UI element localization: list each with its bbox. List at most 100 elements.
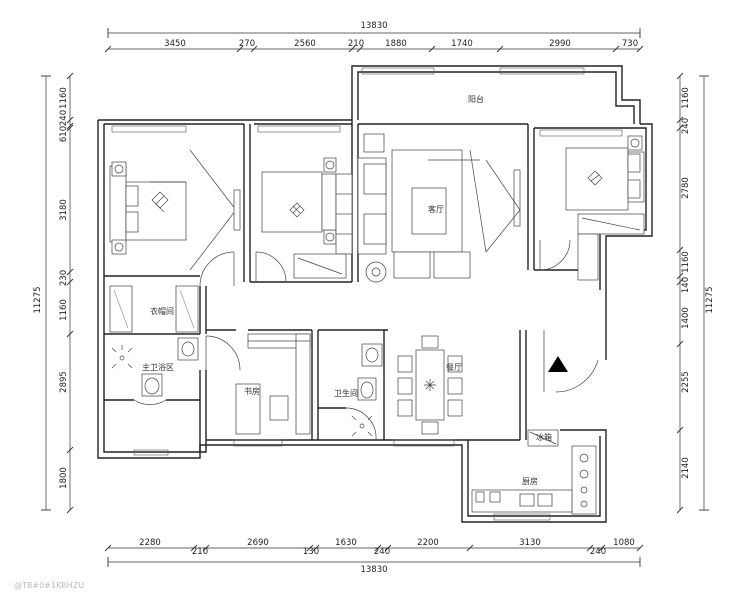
left-dim-3: 240 bbox=[59, 110, 69, 126]
left-dim-4: 3180 bbox=[59, 199, 69, 221]
bottom-dim-tick bbox=[104, 544, 112, 552]
cloakroom: 衣帽间 bbox=[109, 285, 199, 333]
top-dim-1: 3450 bbox=[164, 39, 186, 49]
top-dim-2: 270 bbox=[239, 39, 255, 49]
shower-icon bbox=[351, 415, 373, 437]
bed-pattern-icon bbox=[587, 170, 603, 186]
right-dim-3: 2780 bbox=[681, 177, 691, 199]
right-dim-1: 1160 bbox=[681, 87, 691, 109]
right-dim-tick bbox=[676, 278, 684, 286]
right-dim-tick bbox=[676, 426, 684, 434]
cloakroom-label: 衣帽间 bbox=[150, 306, 174, 316]
top-dim-tick bbox=[236, 45, 244, 53]
kitchen-label: 厨房 bbox=[522, 476, 538, 486]
bottom-dim-1: 2280 bbox=[139, 538, 161, 548]
balcony-label: 阳台 bbox=[468, 94, 484, 104]
bottom-dim-2: 210 bbox=[192, 547, 208, 557]
bathroom-label: 卫生间 bbox=[334, 388, 358, 398]
top-dim-4: 210 bbox=[348, 39, 364, 49]
bottom-dim-tick bbox=[466, 544, 474, 552]
right-dim-tick bbox=[676, 124, 684, 132]
right-dim-8: 2140 bbox=[681, 457, 691, 479]
left-dim-tick bbox=[66, 122, 74, 130]
bottom-dim-8: 3130 bbox=[519, 538, 541, 548]
top-total-dim: 13830 bbox=[360, 21, 387, 31]
right-dim-tick bbox=[676, 272, 684, 280]
bottom-dim-tick bbox=[374, 544, 382, 552]
bottom-dim-tick bbox=[202, 544, 210, 552]
study: 书房 bbox=[235, 333, 311, 435]
top-dim-tick bbox=[104, 45, 112, 53]
top-dim-tick bbox=[636, 45, 644, 53]
top-dim-5: 1880 bbox=[385, 39, 407, 49]
bathroom: 卫生间 bbox=[334, 343, 383, 437]
left-dimensions: 11275 1160 610 240 3180 230 1160 2895 18… bbox=[33, 72, 74, 514]
right-dimensions: 1160 240 2780 1160 140 1400 2255 2140 11… bbox=[676, 72, 715, 514]
living-room: 客厅 阳台 bbox=[357, 94, 521, 283]
bottom-dim-tick bbox=[598, 544, 606, 552]
top-dim-6: 1740 bbox=[451, 39, 473, 49]
kitchen: 冰箱 厨房 bbox=[471, 429, 597, 515]
left-dim-5: 230 bbox=[59, 270, 69, 286]
entrance-marker-icon bbox=[548, 356, 568, 372]
top-dim-tick bbox=[250, 45, 258, 53]
top-dim-8: 730 bbox=[622, 39, 638, 49]
shower-icon bbox=[111, 345, 133, 369]
left-dim-6: 1160 bbox=[59, 299, 69, 321]
top-dim-tick bbox=[612, 45, 620, 53]
walls bbox=[97, 65, 653, 523]
windows bbox=[111, 67, 623, 521]
watermark-text: @TB#0#1KRHZU bbox=[14, 581, 84, 590]
bottom-dim-4: 130 bbox=[303, 547, 319, 557]
bottom-dim-6: 240 bbox=[374, 547, 390, 557]
top-dim-tick bbox=[356, 45, 364, 53]
living-room-label: 客厅 bbox=[428, 204, 444, 214]
dining-room-label: 餐厅 bbox=[446, 363, 462, 372]
left-dim-tick bbox=[66, 446, 74, 454]
dining-room: 餐厅 bbox=[397, 335, 463, 435]
bottom-dim-tick bbox=[312, 544, 320, 552]
bottom-dim-5: 1630 bbox=[335, 538, 357, 548]
bottom-dim-tick bbox=[586, 544, 594, 552]
bedroom-middle bbox=[261, 157, 353, 279]
right-dim-tick bbox=[676, 340, 684, 348]
right-dim-tick bbox=[676, 116, 684, 124]
left-dim-2: 610 bbox=[59, 126, 69, 142]
master-bath-label: 主卫浴区 bbox=[142, 362, 174, 372]
left-dim-tick bbox=[66, 506, 74, 514]
right-dim-2: 240 bbox=[681, 118, 691, 134]
bottom-dim-3: 2690 bbox=[247, 538, 269, 548]
left-dim-tick bbox=[66, 72, 74, 80]
top-dim-7: 2990 bbox=[549, 39, 571, 49]
top-dim-tick bbox=[348, 45, 356, 53]
right-dim-5: 140 bbox=[681, 277, 691, 293]
right-dim-tick bbox=[676, 506, 684, 514]
right-total-dim: 11275 bbox=[705, 286, 715, 313]
bottom-dim-10: 1080 bbox=[613, 538, 635, 548]
left-total-dim: 11275 bbox=[33, 286, 43, 313]
bottom-total-dim: 13830 bbox=[360, 565, 387, 575]
right-dim-tick bbox=[676, 246, 684, 254]
right-dim-4: 1160 bbox=[681, 251, 691, 273]
right-dim-6: 1400 bbox=[681, 307, 691, 329]
left-dim-tick bbox=[66, 116, 74, 124]
bedroom-left bbox=[109, 149, 241, 271]
bottom-dim-7: 2200 bbox=[417, 538, 439, 548]
bottom-dim-9: 240 bbox=[590, 547, 606, 557]
bottom-dim-tick bbox=[190, 544, 198, 552]
left-dim-tick bbox=[66, 268, 74, 276]
study-label: 书房 bbox=[244, 386, 260, 396]
top-dimensions: 13830 3450 270 2560 210 1880 1740 2990 7… bbox=[104, 21, 644, 53]
top-dim-3: 2560 bbox=[294, 39, 316, 49]
master-bath: 主卫浴区 bbox=[111, 337, 199, 397]
left-dim-tick bbox=[66, 278, 74, 286]
left-dim-tick bbox=[66, 124, 74, 132]
left-dim-7: 2895 bbox=[59, 371, 69, 393]
bottom-dim-tick bbox=[636, 544, 644, 552]
right-dim-7: 2255 bbox=[681, 371, 691, 393]
bottom-dimensions: 2280 210 2690 130 1630 240 2200 3130 240… bbox=[104, 538, 644, 575]
bed-pattern-icon bbox=[151, 191, 169, 213]
fridge-label: 冰箱 bbox=[536, 432, 552, 442]
